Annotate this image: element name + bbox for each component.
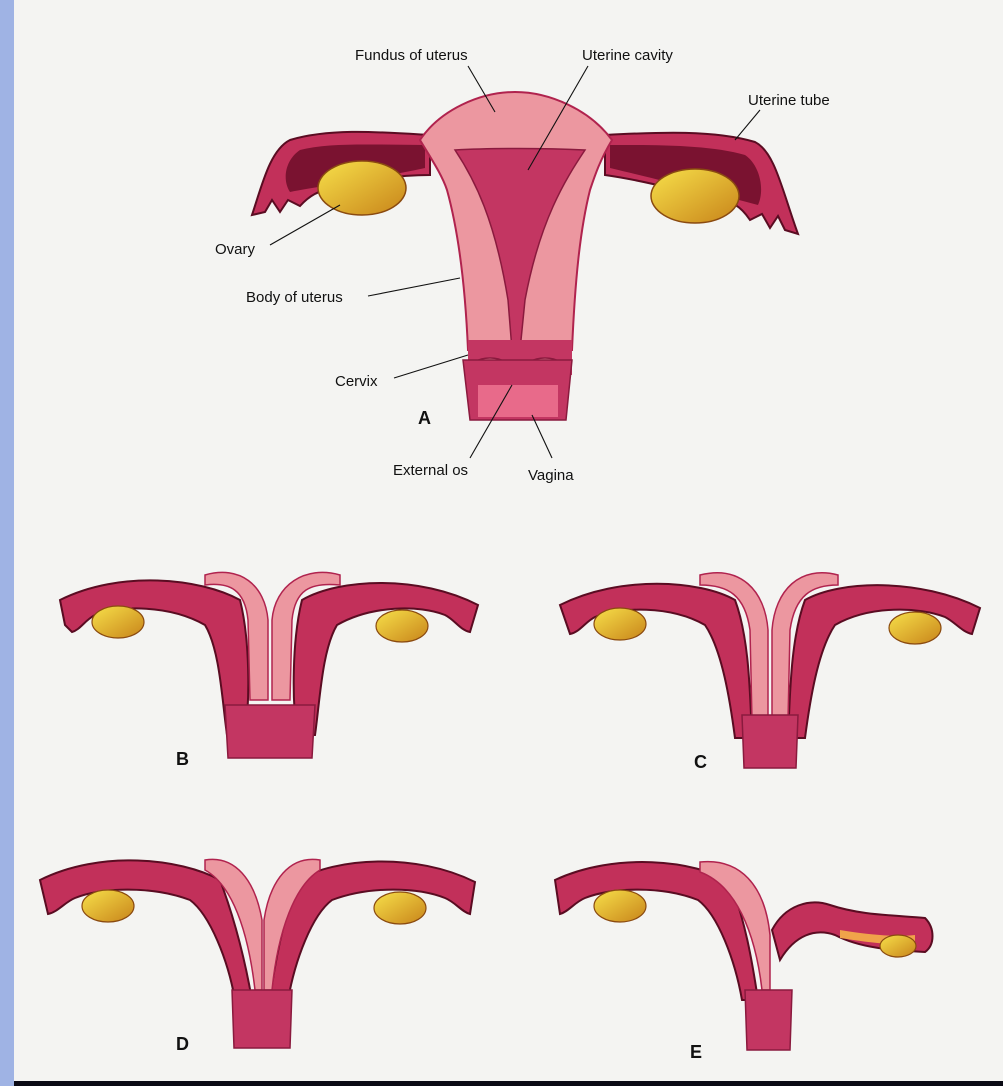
label-uterine-tube: Uterine tube	[748, 92, 830, 109]
panel-label-c: C	[694, 752, 707, 772]
label-fundus: Fundus of uterus	[355, 47, 468, 64]
left-ovary-a	[318, 161, 406, 215]
label-body-of-uterus: Body of uterus	[246, 289, 343, 306]
label-external-os: External os	[393, 462, 468, 479]
uterus-variant-d	[40, 859, 475, 1048]
panel-label-a: A	[418, 408, 431, 428]
label-cervix: Cervix	[335, 373, 378, 390]
label-uterine-cavity: Uterine cavity	[582, 47, 673, 64]
panel-label-d: D	[176, 1034, 189, 1054]
panel-label-e: E	[690, 1042, 702, 1062]
uterus-variant-c	[560, 573, 980, 768]
label-ovary: Ovary	[215, 241, 256, 258]
uterus-normal-a	[252, 92, 798, 420]
uterus-variant-b	[60, 572, 478, 758]
uterus-variant-e	[555, 862, 933, 1050]
panel-label-b: B	[176, 749, 189, 769]
label-vagina: Vagina	[528, 467, 574, 484]
right-ovary-a	[651, 169, 739, 223]
